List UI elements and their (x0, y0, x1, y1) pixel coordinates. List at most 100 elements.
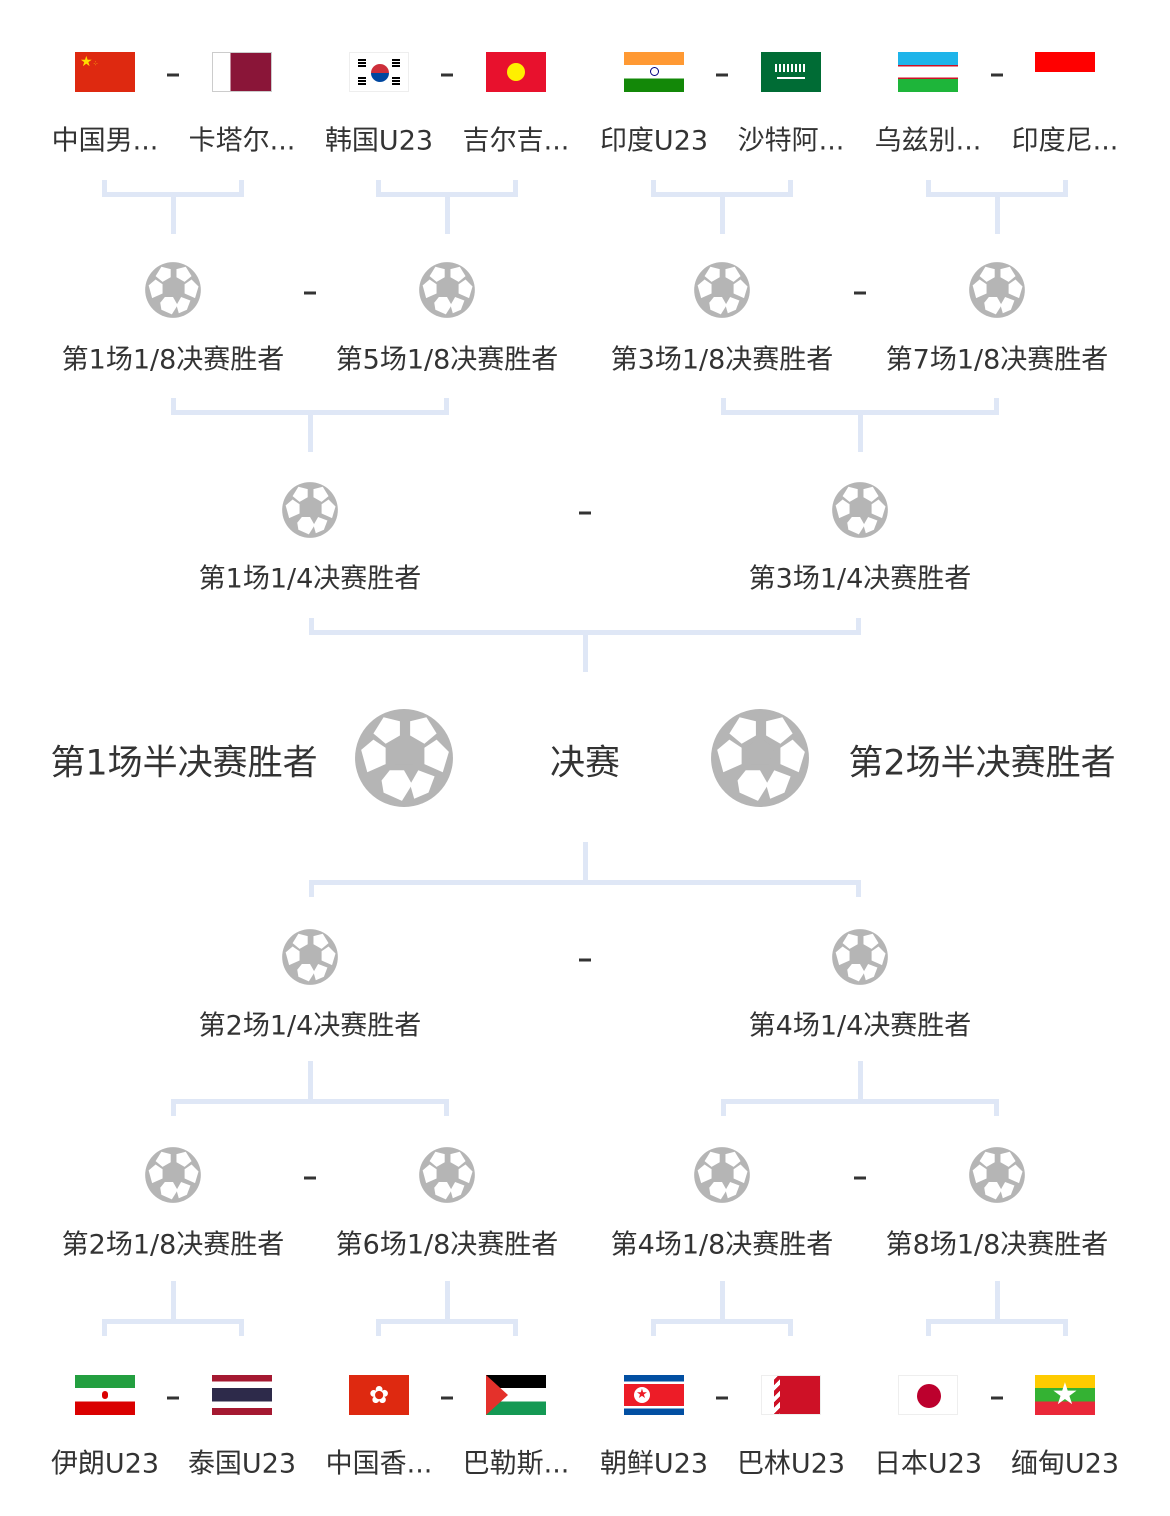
soccer-ball-icon (353, 707, 455, 809)
bracket-connector (858, 410, 863, 452)
team-name[interactable]: 韩国U23 (324, 125, 434, 157)
team-name[interactable]: 印度尼... (1011, 125, 1119, 157)
qatar-flag[interactable] (212, 52, 272, 92)
bracket-connector (583, 842, 588, 882)
bracket-connector (513, 180, 518, 197)
separator-dash (304, 1176, 316, 1180)
bracket-connector (376, 1319, 381, 1336)
winner-label: 第6场1/8决赛胜者 (335, 1229, 559, 1261)
bracket-connector (583, 630, 588, 672)
team-name[interactable]: 日本U23 (873, 1448, 983, 1480)
bracket-connector (856, 618, 861, 635)
bracket-connector (308, 1061, 313, 1101)
bracket-connector (1063, 1319, 1068, 1336)
bracket-connector (856, 880, 861, 897)
bracket-connector (721, 1099, 726, 1116)
bracket-connector (651, 1319, 793, 1324)
bracket-connector (858, 1061, 863, 1101)
team-name[interactable]: 巴林U23 (736, 1448, 846, 1480)
separator-dash (304, 291, 316, 295)
team-name[interactable]: 伊朗U23 (50, 1448, 160, 1480)
team-name[interactable]: 巴勒斯... (462, 1448, 570, 1480)
soccer-ball-icon (418, 261, 476, 319)
team-name[interactable]: 缅甸U23 (1010, 1448, 1120, 1480)
separator-dash (441, 1396, 453, 1400)
myanmar-flag[interactable]: ★ (1035, 1375, 1095, 1415)
bracket-connector (309, 880, 861, 885)
bracket-connector (308, 410, 313, 452)
north-korea-flag[interactable]: ★ (624, 1375, 684, 1415)
uzbekistan-flag[interactable] (898, 52, 958, 92)
indonesia-flag[interactable] (1035, 52, 1095, 92)
separator-dash (579, 511, 591, 515)
bracket-connector (444, 1099, 449, 1116)
separator-dash (716, 73, 728, 77)
bracket-connector (994, 1099, 999, 1116)
soccer-ball-icon (709, 707, 811, 809)
winner-label: 第1场1/4决赛胜者 (198, 563, 422, 595)
iran-flag[interactable] (75, 1375, 135, 1415)
semifinal-winner-left: 第1场半决赛胜者 (50, 743, 318, 784)
team-name[interactable]: 沙特阿... (737, 125, 845, 157)
team-name[interactable]: 泰国U23 (187, 1448, 297, 1480)
bracket-connector (994, 398, 999, 415)
separator-dash (579, 958, 591, 962)
bahrain-flag[interactable] (761, 1375, 821, 1415)
bracket-connector (721, 398, 726, 415)
winner-label: 第5场1/8决赛胜者 (335, 344, 559, 376)
team-name[interactable]: 印度U23 (599, 125, 709, 157)
soccer-ball-icon (418, 1146, 476, 1204)
separator-dash (854, 1176, 866, 1180)
final-title: 决赛 (549, 743, 621, 784)
india-flag[interactable] (624, 52, 684, 92)
bracket-connector (445, 192, 450, 234)
separator-dash (167, 1396, 179, 1400)
separator-dash (854, 291, 866, 295)
team-name[interactable]: 朝鲜U23 (599, 1448, 709, 1480)
bracket-connector (445, 1281, 450, 1321)
south-korea-flag[interactable] (349, 52, 409, 92)
bracket-connector (171, 398, 176, 415)
japan-flag[interactable] (898, 1375, 958, 1415)
soccer-ball-icon (693, 1146, 751, 1204)
winner-label: 第4场1/8决赛胜者 (610, 1229, 834, 1261)
separator-dash (716, 1396, 728, 1400)
bracket-connector (171, 1099, 176, 1116)
team-name[interactable]: 中国香... (325, 1448, 433, 1480)
team-name[interactable]: 吉尔吉... (462, 125, 570, 157)
bracket-connector (309, 880, 314, 897)
bracket-connector (171, 192, 176, 234)
bracket-connector (102, 1319, 244, 1324)
bracket-connector (788, 1319, 793, 1336)
bracket-connector (926, 180, 931, 197)
bracket-connector (239, 1319, 244, 1336)
soccer-ball-icon (144, 1146, 202, 1204)
kyrgyzstan-flag[interactable] (486, 52, 546, 92)
thailand-flag[interactable] (212, 1375, 272, 1415)
bracket-connector (171, 1281, 176, 1321)
bracket-connector (651, 180, 656, 197)
bracket-connector (721, 1099, 999, 1104)
team-name[interactable]: 卡塔尔... (188, 125, 296, 157)
bracket-connector (1063, 180, 1068, 197)
separator-dash (167, 73, 179, 77)
bracket-connector (926, 1319, 1068, 1324)
bracket-connector (102, 1319, 107, 1336)
bracket-connector (444, 398, 449, 415)
palestine-flag[interactable] (486, 1375, 546, 1415)
saudi-arabia-flag[interactable] (761, 52, 821, 92)
bracket-connector (720, 1281, 725, 1321)
china-flag[interactable]: ★⁘ (75, 52, 135, 92)
winner-label: 第2场1/8决赛胜者 (61, 1229, 285, 1261)
bracket-connector (376, 180, 381, 197)
separator-dash (991, 73, 1003, 77)
winner-label: 第3场1/8决赛胜者 (610, 344, 834, 376)
team-name[interactable]: 中国男... (51, 125, 159, 157)
hong-kong-flag[interactable]: ✿ (349, 1375, 409, 1415)
winner-label: 第4场1/4决赛胜者 (748, 1010, 972, 1042)
bracket-connector (171, 1099, 449, 1104)
winner-label: 第8场1/8决赛胜者 (885, 1229, 1109, 1261)
separator-dash (441, 73, 453, 77)
bracket-connector (926, 1319, 931, 1336)
team-name[interactable]: 乌兹别... (874, 125, 982, 157)
